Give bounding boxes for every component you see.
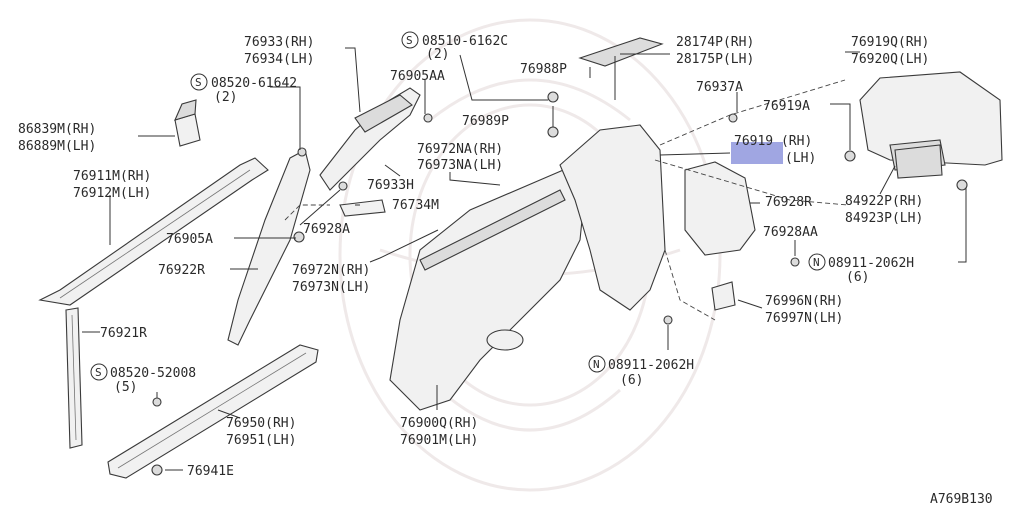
callout-76928aa: 76928AA: [763, 225, 818, 240]
part-76922r-pillar-trim[interactable]: [227, 149, 311, 346]
callout-76919q: 76919Q(RH): [851, 35, 929, 50]
callout-76933h: 76933H: [367, 178, 414, 193]
callout-08520a: 08520-61642: [211, 76, 297, 91]
callout-76912m: 76912M(LH): [73, 186, 151, 201]
part-rear-inner-panel[interactable]: [559, 124, 666, 311]
callout-86839m: 86839M(RH): [18, 122, 96, 137]
callout-84922p: 84922P(RH): [845, 194, 923, 209]
callout-76972n: 76972N(RH): [292, 263, 370, 278]
callout-76973na: 76973NA(LH): [417, 158, 503, 173]
part-76911m-pillar-trim[interactable]: [38, 157, 269, 306]
callout-76950: 76950(RH): [226, 416, 296, 431]
callout-76941e: 76941E: [187, 464, 234, 479]
callout-76933rh: 76933(RH): [244, 35, 314, 50]
part-76928r-panel[interactable]: [684, 161, 756, 256]
callout-76928a: 76928A: [303, 222, 350, 237]
callout-76989p: 76989P: [462, 114, 509, 129]
part-86839m-clip[interactable]: [174, 99, 201, 147]
callout-labels: 76933(RH) 76934(LH) 08510-6162C (2) 2817…: [18, 34, 993, 507]
nut-symbol-n08911b: N: [593, 358, 600, 371]
highlight-76919[interactable]: [731, 142, 783, 164]
callout-08510-qty: (2): [426, 47, 449, 62]
nut-symbol-n08911a: N: [813, 256, 820, 269]
part-76996n-bracket[interactable]: [711, 281, 736, 311]
callout-08911b-qty: (6): [620, 373, 643, 388]
callout-76905aa: 76905AA: [390, 69, 445, 84]
callout-76920q: 76920Q(LH): [851, 52, 929, 67]
callout-08520a-qty: (2): [214, 90, 237, 105]
screw-symbol-s08520b: S: [95, 366, 102, 379]
part-76900q-quarter-panel[interactable]: [389, 164, 586, 411]
screw-symbol-s08520a: S: [195, 76, 202, 89]
fastener-symbols: S S N N S: [90, 31, 826, 381]
dashed-guides: [284, 79, 849, 321]
callout-08510: 08510-6162C: [422, 34, 508, 49]
callout-76901m: 76901M(LH): [400, 433, 478, 448]
callout-76905a: 76905A: [166, 232, 213, 247]
callout-76734m: 76734M: [392, 198, 439, 213]
callout-28174p: 28174P(RH): [676, 35, 754, 50]
part-76950-sill-plate[interactable]: [107, 344, 319, 479]
callout-76988p: 76988P: [520, 62, 567, 77]
diagram-id: A769B130: [930, 492, 993, 507]
fastener-set[interactable]: [151, 91, 968, 476]
part-76921r-strip[interactable]: [65, 307, 83, 449]
callout-28175p: 28175P(LH): [676, 52, 754, 67]
callout-76937a: 76937A: [696, 80, 743, 95]
part-76734m-bracket[interactable]: [339, 199, 386, 217]
leader-lines: [82, 47, 967, 471]
callout-08520b: 08520-52008: [110, 366, 196, 381]
callout-08911a-qty: (6): [846, 270, 869, 285]
part-28174p-grille[interactable]: [578, 37, 664, 67]
callout-76919a: 76919A: [763, 99, 810, 114]
callout-86889m: 86889M(LH): [18, 139, 96, 154]
callout-76934lh: 76934(LH): [244, 52, 314, 67]
screw-symbol-s08510: S: [406, 34, 413, 47]
callout-76973n: 76973N(LH): [292, 280, 370, 295]
callout-76972na: 76972NA(RH): [417, 142, 503, 157]
callout-76951: 76951(LH): [226, 433, 296, 448]
callout-08520b-qty: (5): [114, 380, 137, 395]
callout-76996n: 76996N(RH): [765, 294, 843, 309]
callout-76997n: 76997N(LH): [765, 311, 843, 326]
callout-76921r: 76921R: [100, 326, 147, 341]
part-76933-upper-trim[interactable]: [319, 87, 421, 191]
callout-76928r: 76928R: [765, 195, 812, 210]
callout-76911m: 76911M(RH): [73, 169, 151, 184]
callout-76919rh: 76919 (RH): [734, 134, 812, 149]
callout-76922r: 76922R: [158, 263, 205, 278]
callout-76900q: 76900Q(RH): [400, 416, 478, 431]
part-84922p-grille[interactable]: [894, 144, 943, 179]
callout-76919lh: (LH): [785, 151, 816, 166]
callout-84923p: 84923P(LH): [845, 211, 923, 226]
callout-08911b: 08911-2062H: [608, 358, 694, 373]
callout-08911a: 08911-2062H: [828, 256, 914, 271]
